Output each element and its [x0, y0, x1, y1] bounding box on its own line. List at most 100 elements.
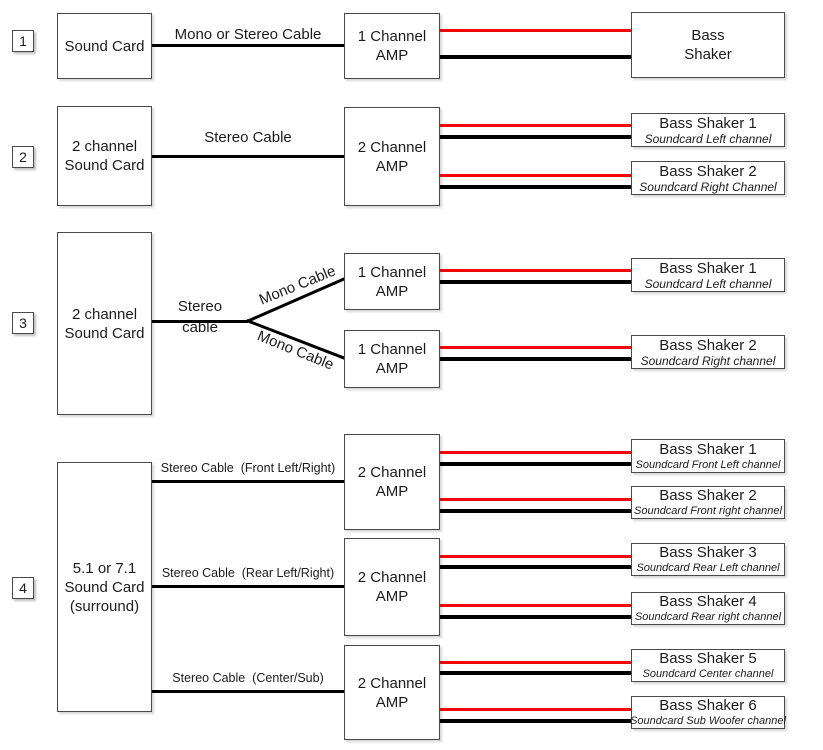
bass-shaker-title: Bass Shaker 1	[659, 259, 757, 277]
section-number-3: 3	[12, 312, 34, 334]
sound-card-label: Sound Card	[64, 37, 145, 55]
cable-line-s1	[152, 44, 344, 47]
section-number-3-label: 3	[19, 315, 27, 331]
bass-shaker-title: Bass Shaker 2	[659, 162, 757, 180]
amp-box-s4-3: 2 Channel AMP	[344, 645, 440, 740]
amp-box-s3-upper: 1 Channel AMP	[344, 253, 440, 310]
bass-shaker-box-s3-2: Bass Shaker 2 Soundcard Right channel	[631, 335, 785, 369]
sound-card-label-line2: Sound Card	[64, 157, 145, 174]
sound-card-label-line1: 2 channel	[71, 305, 138, 323]
amp-label-line2: AMP	[375, 157, 409, 175]
red-wire-s4-6	[440, 708, 631, 711]
black-wire-s2-1	[440, 135, 631, 139]
amp-label-line1: 2 Channel	[357, 674, 427, 692]
bass-shaker-title: Bass Shaker 3	[659, 544, 757, 561]
cable-fork-lines	[246, 277, 346, 360]
cable-label-s4-center: Stereo Cable (Center/Sub)	[172, 671, 324, 685]
amp-label-line2: AMP	[375, 47, 409, 64]
bass-shaker-subtitle: Soundcard Right Channel	[639, 179, 777, 194]
bass-shaker-line1: Bass	[691, 27, 725, 44]
bass-shaker-subtitle: Soundcard Sub Woofer channel	[630, 715, 786, 727]
bass-shaker-title: Bass Shaker 1	[659, 114, 757, 132]
bass-shaker-box-s2-2: Bass Shaker 2 Soundcard Right Channel	[631, 161, 785, 195]
bass-shaker-subtitle: Soundcard Front right channel	[634, 505, 782, 517]
amp-box-s4-2: 2 Channel AMP	[344, 538, 440, 636]
sound-card-label-line2: Sound Card	[64, 578, 145, 596]
sound-card-label-line1: 5.1 or 7.1	[72, 559, 137, 577]
bass-shaker-box-s4-2: Bass Shaker 2 Soundcard Front right chan…	[631, 486, 785, 519]
amp-label-line2: AMP	[375, 282, 409, 300]
amp-label-line2: AMP	[375, 693, 409, 711]
red-wire-s3-2	[440, 346, 631, 349]
bass-shaker-line2: Shaker	[684, 46, 732, 63]
black-wire-s4-1	[440, 462, 631, 466]
black-wire-s2-2	[440, 185, 631, 189]
amp-label-line2: AMP	[375, 360, 409, 377]
red-wire-s2-1	[440, 124, 631, 127]
red-wire-s4-1	[440, 451, 631, 454]
bass-shaker-title: Bass Shaker 4	[659, 593, 757, 610]
amp-box-s2: 2 Channel AMP	[344, 107, 440, 206]
amp-label-line1: 1 Channel	[357, 341, 427, 358]
bass-shaker-box-s4-5: Bass Shaker 5 Soundcard Center channel	[631, 649, 785, 682]
section-number-2-label: 2	[19, 149, 27, 165]
amp-label-line1: 2 Channel	[357, 569, 427, 586]
bass-shaker-subtitle: Soundcard Rear Left channel	[636, 562, 780, 574]
cable-label-s4-rear: Stereo Cable (Rear Left/Right)	[161, 566, 335, 580]
sound-card-label-line2: Sound Card	[64, 324, 145, 342]
section-number-1: 1	[12, 30, 34, 52]
amp-label-line1: 1 Channel	[357, 263, 427, 281]
bass-shaker-box-s1: Bass Shaker	[631, 12, 785, 78]
red-wire-s4-5	[440, 661, 631, 664]
bass-shaker-box-s2-1: Bass Shaker 1 Soundcard Left channel	[631, 113, 785, 147]
black-wire-s3-1	[440, 280, 631, 284]
red-wire-s4-4	[440, 604, 631, 607]
cable-line-s4-center	[152, 690, 344, 693]
red-wire-s1	[440, 29, 631, 32]
black-wire-s4-2	[440, 509, 631, 513]
section-number-2: 2	[12, 146, 34, 168]
cable-label-s1: Mono or Stereo Cable	[174, 26, 322, 43]
bass-shaker-title: Bass Shaker 2	[659, 336, 757, 354]
sound-card-box-s3: 2 channel Sound Card	[57, 232, 152, 415]
sound-card-box-s1: Sound Card	[57, 13, 152, 79]
bass-shaker-subtitle: Soundcard Right channel	[640, 353, 776, 368]
bass-shaker-subtitle: Soundcard Left channel	[644, 276, 772, 291]
amp-box-s4-1: 2 Channel AMP	[344, 434, 440, 530]
stereo-cable-line-s3	[152, 320, 248, 323]
sound-card-box-s2: 2 channel Sound Card	[57, 106, 152, 206]
section-number-4-label: 4	[19, 580, 27, 596]
amp-label-line2: AMP	[375, 483, 409, 500]
cable-line-s2	[152, 155, 344, 158]
black-wire-s4-6	[440, 719, 631, 723]
bass-shaker-subtitle: Soundcard Left channel	[644, 131, 772, 146]
sound-card-label-line1: 2 channel	[71, 138, 138, 155]
bass-shaker-box-s4-3: Bass Shaker 3 Soundcard Rear Left channe…	[631, 543, 785, 576]
black-wire-s4-5	[440, 671, 631, 675]
black-wire-s4-3	[440, 565, 631, 569]
cable-line-s4-front	[152, 480, 344, 483]
stereo-cable-label-s3: Stereo cable	[152, 296, 248, 338]
bass-shaker-title: Bass Shaker 5	[659, 650, 757, 667]
amp-box-s3-lower: 1 Channel AMP	[344, 330, 440, 388]
amp-label-line1: 2 Channel	[357, 464, 427, 481]
red-wire-s4-3	[440, 555, 631, 558]
bass-shaker-box-s4-6: Bass Shaker 6 Soundcard Sub Woofer chann…	[630, 696, 786, 729]
section-number-4: 4	[12, 577, 34, 599]
bass-shaker-title: Bass Shaker 2	[659, 487, 757, 504]
black-wire-s3-2	[440, 357, 631, 361]
cable-label-s2: Stereo Cable	[204, 129, 292, 146]
sound-card-label-line3: (surround)	[69, 597, 140, 615]
red-wire-s4-2	[440, 498, 631, 501]
red-wire-s2-2	[440, 174, 631, 177]
stereo-cable-label-line1: Stereo	[177, 298, 223, 315]
black-wire-s1	[440, 55, 631, 59]
stereo-cable-label-line2: cable	[182, 319, 218, 336]
bass-shaker-subtitle: Soundcard Center channel	[642, 668, 774, 680]
bass-shaker-box-s3-1: Bass Shaker 1 Soundcard Left channel	[631, 258, 785, 292]
bass-shaker-subtitle: Soundcard Front Left channel	[635, 458, 781, 471]
bass-shaker-box-s4-1: Bass Shaker 1 Soundcard Front Left chann…	[631, 439, 785, 473]
cable-label-s4-front: Stereo Cable (Front Left/Right)	[160, 461, 336, 475]
bass-shaker-box-s4-4: Bass Shaker 4 Soundcard Rear right chann…	[631, 592, 785, 625]
